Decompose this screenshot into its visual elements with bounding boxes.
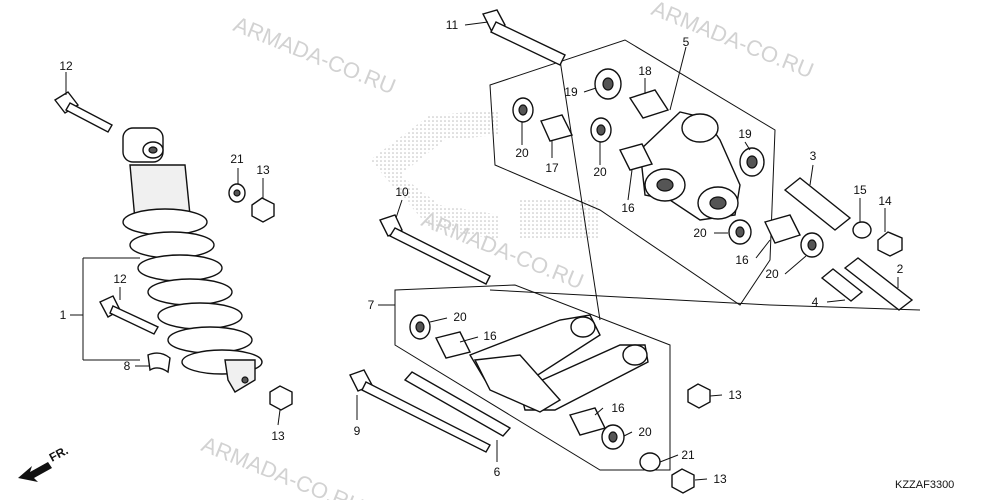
shock-absorber [122, 127, 263, 393]
callout-3: 3 [810, 149, 817, 163]
watermarks: ARMADA-CO.RU ARMADA-CO.RU ARMADA-CO.RU A… [198, 0, 817, 500]
arm-bearings [512, 68, 824, 258]
callout-20-link-left: 20 [453, 310, 467, 324]
callout-5: 5 [683, 35, 690, 49]
collars [783, 177, 914, 311]
link-bearings [409, 314, 711, 494]
callout-20-link-right: 20 [638, 425, 652, 439]
callout-16-link-right: 16 [611, 401, 625, 415]
callout-20-arm-right: 20 [765, 267, 779, 281]
callout-2: 2 [897, 262, 904, 276]
bolt-9 [349, 369, 491, 453]
callout-9: 9 [354, 424, 361, 438]
callout-20-mid: 20 [593, 165, 607, 179]
callout-12-lower: 12 [113, 272, 127, 286]
watermark-text: ARMADA-CO.RU [230, 11, 399, 99]
callout-16-arm-lower: 16 [735, 253, 749, 267]
callout-7: 7 [368, 298, 375, 312]
callout-6: 6 [494, 465, 501, 479]
caution-label-8 [147, 352, 171, 374]
callout-1: 1 [60, 308, 67, 322]
callout-17: 17 [545, 161, 559, 175]
callout-15: 15 [853, 183, 867, 197]
callout-labels: 12 11 5 18 19 20 17 20 16 19 3 20 16 20 … [59, 18, 903, 486]
shock-arm [639, 111, 741, 221]
leader-lines [65, 21, 899, 481]
callout-10: 10 [395, 185, 409, 199]
callout-14: 14 [878, 194, 892, 208]
callout-8: 8 [124, 359, 131, 373]
front-label: FR. [47, 443, 71, 464]
callout-20-arm-lower: 20 [693, 226, 707, 240]
nut-13-shock-bottom [269, 385, 293, 411]
callout-19-right: 19 [738, 127, 752, 141]
bolt-10 [379, 214, 491, 285]
callout-4: 4 [812, 295, 819, 309]
bolt-12-upper [53, 91, 113, 133]
shock-link [468, 314, 649, 413]
callout-16-link-left: 16 [483, 329, 497, 343]
brand-logo-background [370, 110, 600, 240]
bolt-11 [481, 9, 566, 66]
collar-6 [403, 371, 512, 437]
callout-13-upper: 13 [256, 163, 270, 177]
callout-20-left: 20 [515, 146, 529, 160]
callout-11: 11 [446, 18, 459, 32]
front-arrow-icon [18, 462, 52, 482]
callout-21-upper: 21 [230, 152, 244, 166]
washer-hole [233, 189, 241, 197]
watermark-text: ARMADA-CO.RU [648, 0, 817, 83]
callout-21-lower: 21 [681, 448, 695, 462]
bolt-12-lower [99, 295, 159, 335]
diagram-code: KZZAF3300 [895, 479, 954, 491]
callout-18: 18 [638, 64, 652, 78]
nut-13-upper [251, 197, 275, 223]
callout-13-shock: 13 [271, 429, 285, 443]
callout-12-upper: 12 [59, 59, 73, 73]
callout-16-arm: 16 [621, 201, 635, 215]
front-direction-indicator: FR. [18, 443, 70, 482]
callout-19-upper: 19 [564, 85, 578, 99]
callout-13-link: 13 [728, 388, 742, 402]
callout-13-lower: 13 [713, 472, 727, 486]
